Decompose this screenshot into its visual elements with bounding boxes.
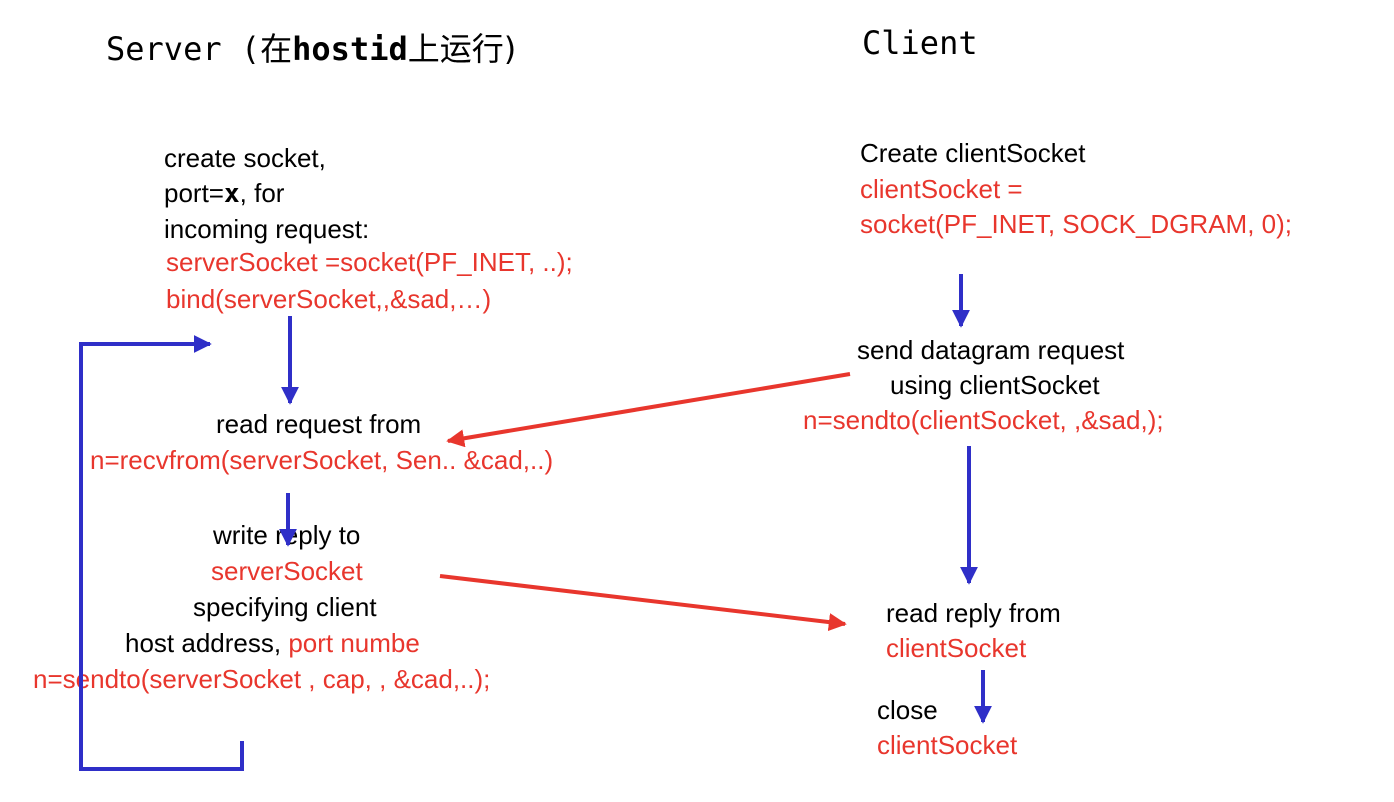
server-code-sendto: n=sendto(serverSocket , cap, , &cad,..); <box>33 664 491 694</box>
server-heading-host: hostid <box>292 30 408 68</box>
client-heading: Client <box>862 24 978 62</box>
server-host-address-line: host address, port numbe <box>125 626 420 661</box>
server-loop-line <box>79 335 244 771</box>
server-code-bind: bind(serverSocket,,&sad,…) <box>166 284 492 314</box>
server-heading-suffix: 上运行) <box>407 30 517 68</box>
client-read-socket: clientSocket <box>886 633 1027 663</box>
server-code-socket: serverSocket =socket(PF_INET, ..); <box>166 247 573 277</box>
server-create-line2: port=x, for <box>164 176 284 212</box>
client-close-socket: clientSocket <box>877 730 1018 760</box>
server-code-recvfrom: n=recvfrom(serverSocket, Sen.. &cad,..) <box>90 445 554 475</box>
client-close-label: close <box>877 695 938 725</box>
request-message-arrow <box>446 372 851 448</box>
client-code-socket2: socket(PF_INET, SOCK_DGRAM, 0); <box>860 209 1292 239</box>
reply-message-arrow <box>439 574 847 632</box>
server-create-line3: incoming request: <box>164 214 370 244</box>
client-create-label: Create clientSocket <box>860 138 1086 168</box>
server-port-prefix: port= <box>164 178 224 208</box>
server-port-number: port numbe <box>288 628 420 658</box>
server-heading-prefix: Server (在 <box>106 30 293 68</box>
server-write-socket: serverSocket <box>211 556 363 586</box>
server-create-line1: create socket, <box>164 143 326 173</box>
client-send-label2: using clientSocket <box>890 370 1100 400</box>
server-port-var: x <box>224 179 240 209</box>
client-code-socket1: clientSocket = <box>860 174 1023 204</box>
client-code-sendto: n=sendto(clientSocket, ,&sad,); <box>803 405 1164 435</box>
server-specifying-label: specifying client <box>193 592 377 622</box>
server-read-label: read request from <box>216 409 422 439</box>
server-heading: Server (在hostid上运行) <box>106 24 516 70</box>
client-send-label1: send datagram request <box>857 335 1125 365</box>
client-read-label: read reply from <box>886 598 1061 628</box>
server-port-suffix: , for <box>239 178 285 208</box>
server-host-address-label: host address, <box>125 628 289 658</box>
